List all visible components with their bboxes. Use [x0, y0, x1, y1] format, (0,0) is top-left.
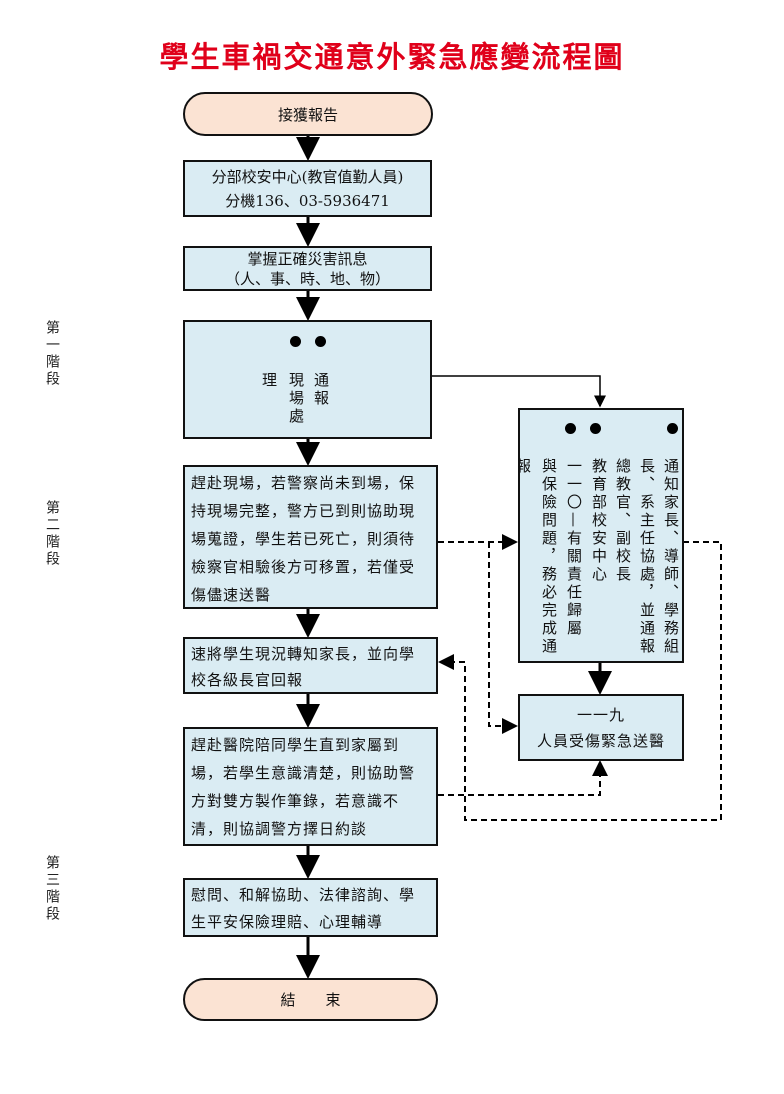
dispatch-handle-text: 理: [260, 372, 278, 390]
dispatch-scene-text: 現場處: [287, 372, 305, 426]
bullet-icon: [667, 423, 678, 434]
emergency-text: 人員受傷緊急送醫: [536, 731, 665, 750]
end-label: 結 束: [280, 991, 341, 1009]
dashed-hospital-emergency: [438, 760, 608, 796]
notify-col-3: 總教官、副校長: [614, 458, 632, 584]
security-center-phone: 分機136、03-5936471: [225, 191, 390, 210]
notify-col-6: 與保險問題，務必完成通: [540, 458, 558, 656]
stage-label-3: 第三階段: [44, 855, 60, 923]
info-line-2: （人、事、時、地、物）: [224, 269, 390, 288]
box-security-center: 分部校安中心(教官值勤人員) 分機136、03-5936471: [183, 160, 432, 217]
box-notify: 通知家長、導師、學務組 長、系主任協處，並通報 總教官、副校長 教育部校安中心 …: [518, 408, 684, 663]
bullet-icon: [590, 423, 601, 434]
notify-col-4: 教育部校安中心: [590, 458, 608, 584]
bullet-icon: [315, 336, 326, 347]
security-center-name: 分部校安中心(教官值勤人員): [211, 167, 404, 186]
dashed-scene-emergency: [488, 542, 518, 734]
notify-col-1: 通知家長、導師、學務組: [662, 458, 680, 656]
page-title: 學生車禍交通意外緊急應變流程圖: [159, 40, 625, 74]
dashed-notify-report: [438, 541, 722, 821]
box-emergency-119: 一一九 人員受傷緊急送醫: [518, 694, 684, 761]
dispatch-notify-text: 通報: [312, 372, 330, 408]
info-line-1: 掌握正確災害訊息: [247, 249, 368, 268]
box-dispatch: 通報 現場處 理: [183, 320, 432, 439]
box-go-to-scene: 趕赴現場，若警察尚未到場，保持現場完整，警方已到則協助現場蒐證，學生若已死亡，則…: [183, 465, 438, 609]
box-hospital: 趕赴醫院陪同學生直到家屬到場，若學生意識清楚，則協助警方對雙方製作筆錄，若意識不…: [183, 727, 438, 846]
stage-label-1: 第一階段: [44, 320, 60, 388]
box-aftercare: 慰問、和解協助、法律諮詢、學生平安保險理賠、心理輔導: [183, 878, 438, 937]
notify-col-7: 報: [518, 458, 532, 476]
box-report-parents: 速將學生現況轉知家長，並向學校各級長官回報: [183, 637, 438, 694]
start-label: 接獲報告: [277, 105, 338, 124]
notify-col-2: 長、系主任協處，並通報: [638, 458, 656, 656]
emergency-number: 一一九: [576, 705, 625, 724]
start-node: 接獲報告: [183, 92, 433, 136]
end-node: 結 束: [183, 978, 438, 1021]
bullet-icon: [565, 423, 576, 434]
notify-col-5: 一一〇—有關責任歸屬: [565, 458, 583, 638]
bullet-icon: [290, 336, 301, 347]
stage-label-2: 第二階段: [44, 500, 60, 568]
box-disaster-info: 掌握正確災害訊息 （人、事、時、地、物）: [183, 246, 432, 291]
arrow-dispatch-notify: [432, 375, 606, 408]
